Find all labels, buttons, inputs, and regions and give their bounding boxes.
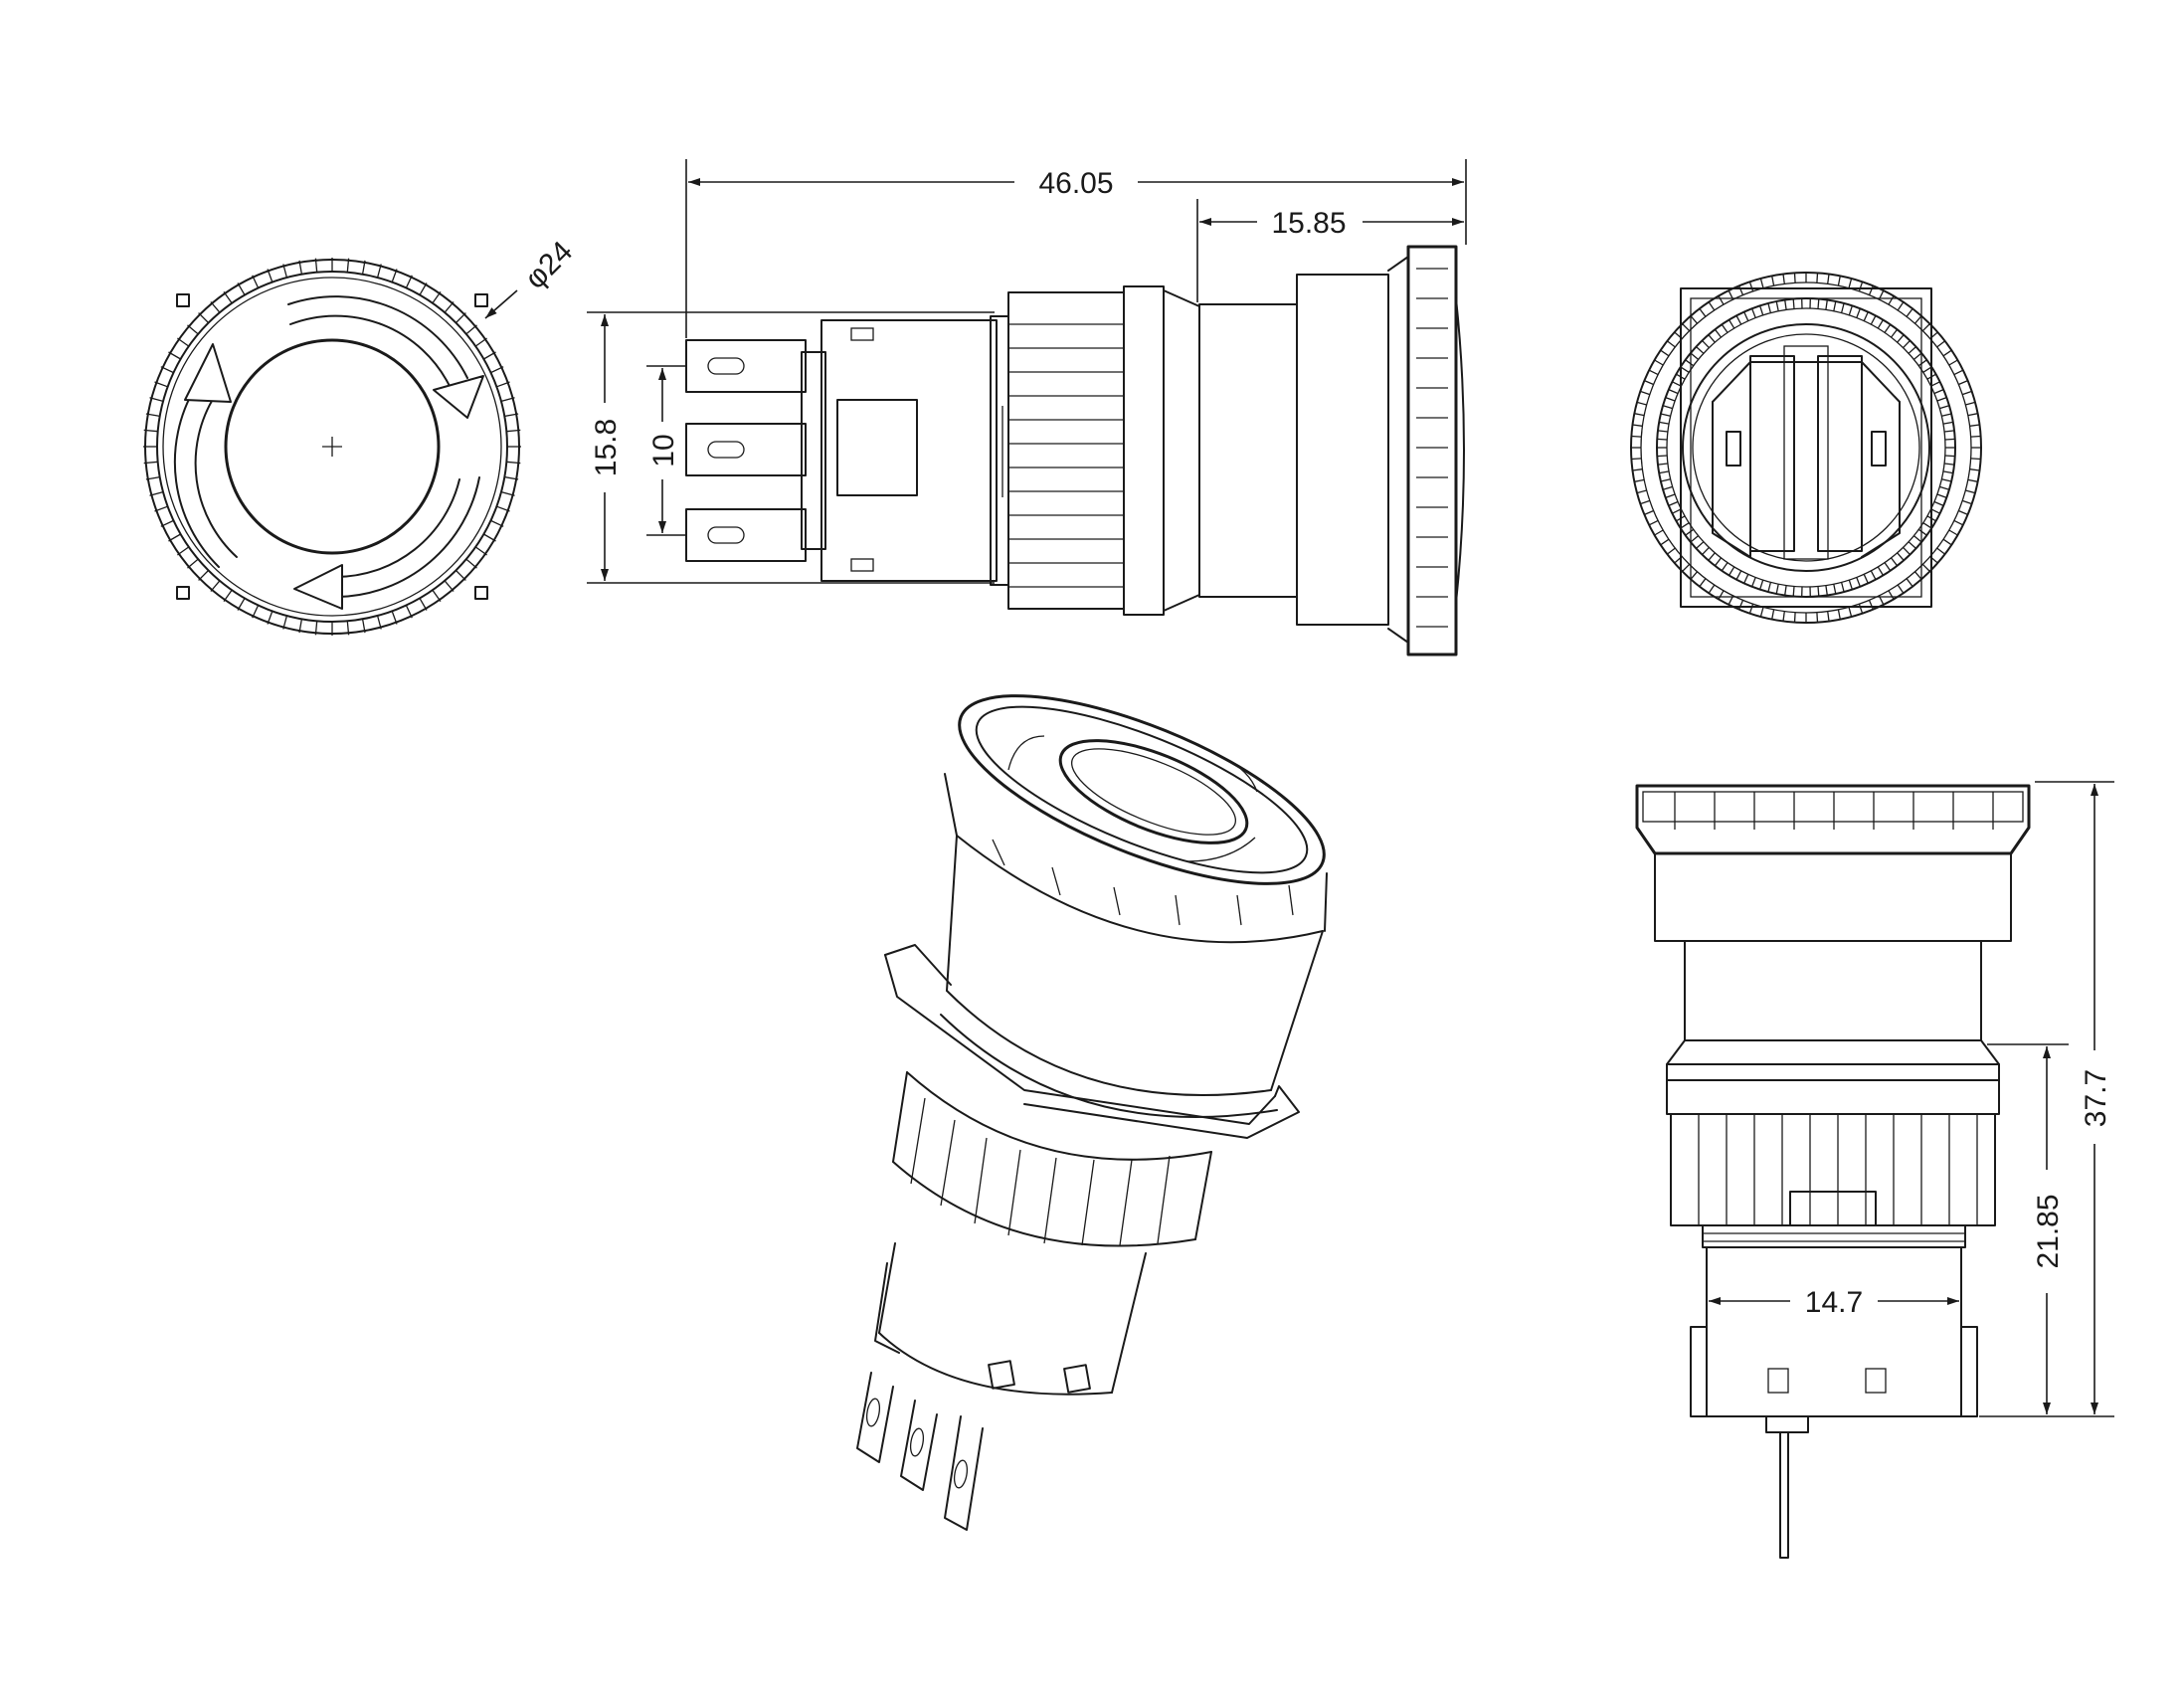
dim-terminal-pitch: 10 xyxy=(647,434,680,467)
knurled-cap-edge xyxy=(1406,245,1458,656)
iso-terminal xyxy=(900,1400,938,1491)
iso-terminal xyxy=(944,1415,984,1531)
rotation-arrows-icon xyxy=(173,295,484,610)
rear-inner-knurl-ticks xyxy=(1657,298,1955,597)
cap-body xyxy=(1296,274,1389,626)
terminal-tab xyxy=(685,508,807,562)
terminal-tab xyxy=(685,339,807,393)
ribbed-nut xyxy=(1007,291,1125,610)
dim-overall-length: 46.05 xyxy=(1038,167,1113,200)
front-view: φ24 xyxy=(144,235,580,635)
terminal-tab xyxy=(685,423,807,476)
iso-cap-top xyxy=(958,694,1326,885)
side-elevation-view: 14.7 21.85 37.7 xyxy=(1635,781,2114,1559)
dim-cap-length: 15.85 xyxy=(1271,207,1346,240)
dim-cap-diameter: φ24 xyxy=(519,235,580,295)
iso-terminal xyxy=(856,1372,894,1463)
dim-height: 15.8 xyxy=(590,419,623,476)
dim-panel-depth: 21.85 xyxy=(2032,1194,2065,1268)
front-button-face xyxy=(224,338,441,555)
front-knurl-ticks xyxy=(143,258,521,636)
elevation-cap-edge xyxy=(1635,784,2031,855)
dim-total-height: 37.7 xyxy=(2080,1069,2112,1127)
dim-body-width: 14.7 xyxy=(1805,1286,1863,1319)
rear-square-housing xyxy=(1680,287,1932,608)
iso-button-face xyxy=(1058,739,1249,844)
rear-outer-knurl-ticks xyxy=(1631,273,1981,623)
side-view: 46.05 15.85 15.8 10 xyxy=(587,159,1467,656)
isometric-view xyxy=(856,694,1328,1531)
